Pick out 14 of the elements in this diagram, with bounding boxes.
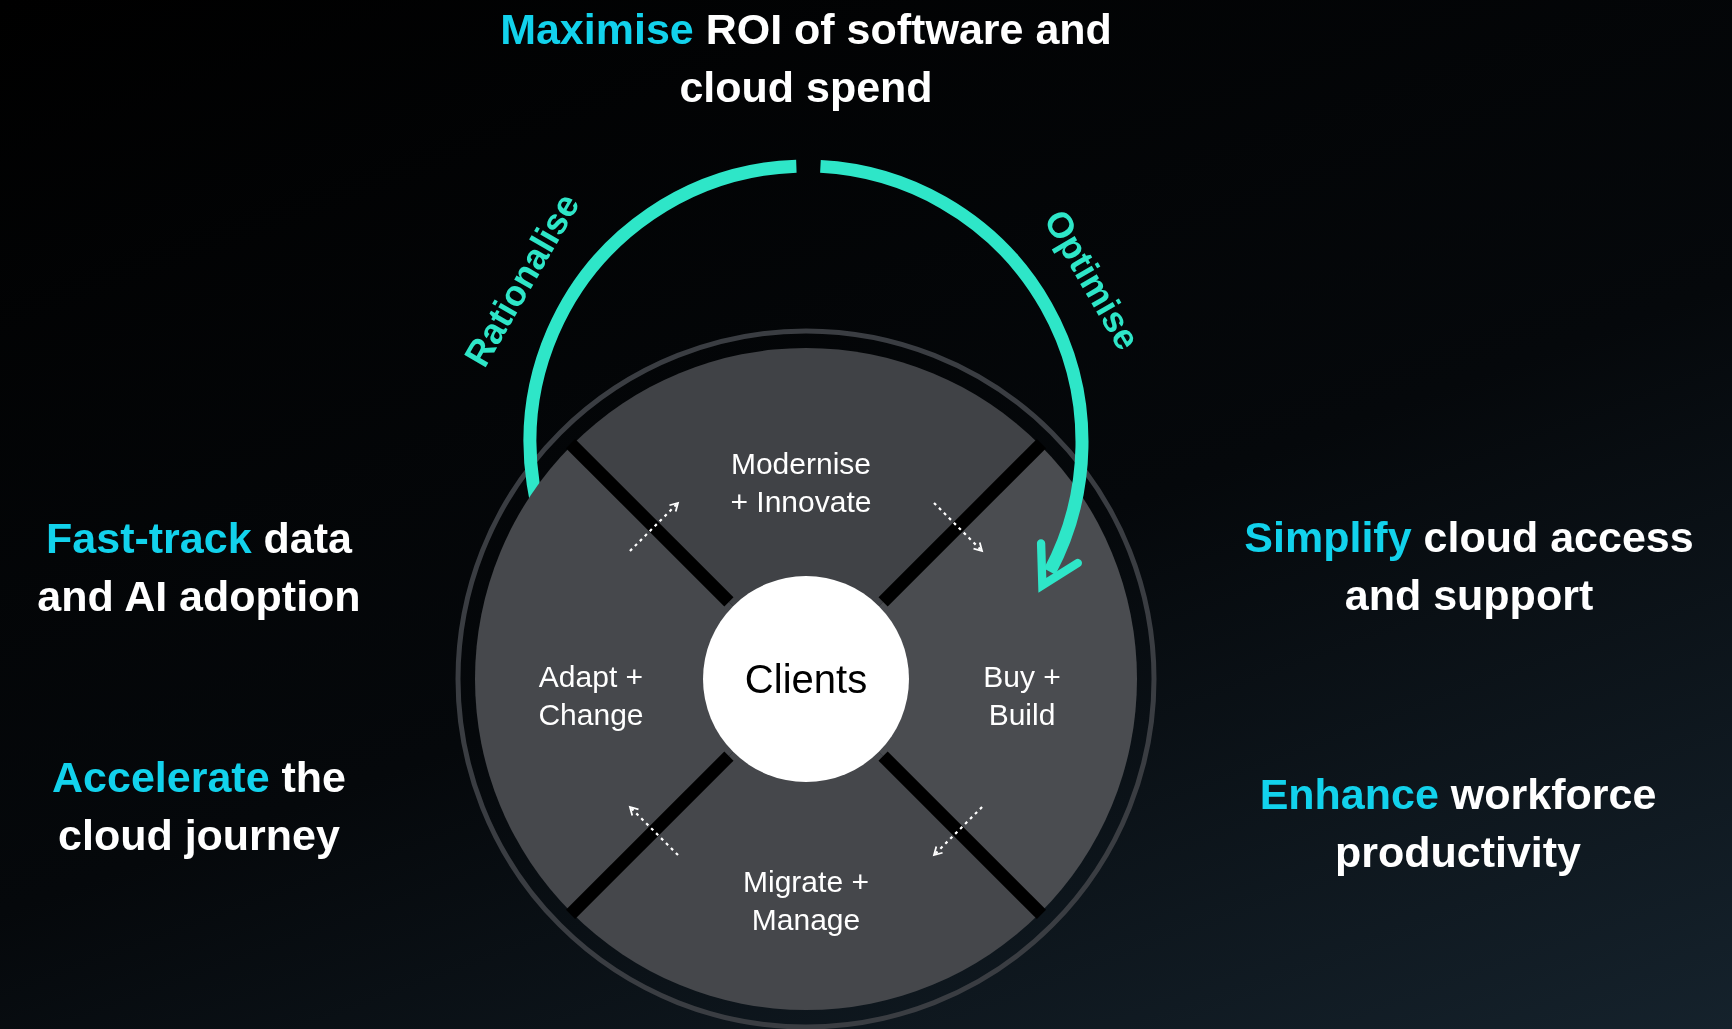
benefit-text: Fast-track data and AI adoption xyxy=(36,513,362,622)
center-label: Clients xyxy=(744,660,868,698)
arrow xyxy=(933,806,983,856)
segment-label: Modernise + Innovate xyxy=(729,446,873,520)
segment-label: Migrate + Manage xyxy=(742,864,870,938)
benefit-text: Enhance workforce productivity xyxy=(1258,769,1658,878)
title: Maximise ROI of software and cloud spend xyxy=(499,4,1113,113)
arrow xyxy=(629,502,679,552)
arrow xyxy=(933,502,983,552)
segment-label: Buy + Build xyxy=(982,659,1062,733)
segment-label: Adapt + Change xyxy=(537,659,645,733)
benefit-text: Accelerate the cloud journey xyxy=(51,752,347,861)
benefit-text: Simplify cloud access and support xyxy=(1243,512,1695,621)
arrow xyxy=(629,806,679,856)
